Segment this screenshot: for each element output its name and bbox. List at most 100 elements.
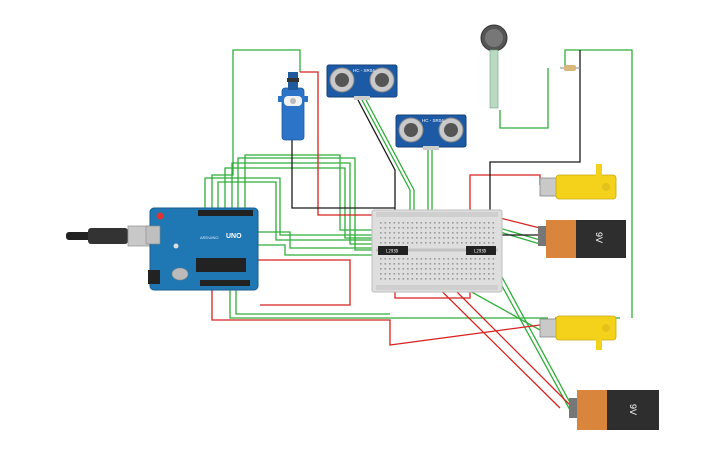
battery-9v-1: 9V	[538, 220, 626, 258]
breadboard-hole	[402, 227, 405, 229]
force-sensor	[480, 24, 508, 109]
breadboard-hole	[416, 242, 418, 244]
breadboard-hole	[438, 273, 441, 275]
breadboard-hole	[483, 237, 486, 239]
breadboard-hole	[479, 278, 481, 280]
breadboard-hole	[429, 237, 432, 239]
breadboard-hole	[380, 237, 382, 239]
battery-9v-2: 9V	[569, 390, 659, 430]
breadboard-hole	[447, 268, 450, 270]
breadboard-hole	[411, 227, 414, 229]
breadboard-hole	[447, 273, 450, 275]
breadboard-hole	[398, 242, 400, 244]
breadboard-hole	[452, 268, 454, 270]
breadboard-hole	[461, 242, 463, 244]
breadboard: L293D L293D	[371, 209, 503, 293]
breadboard-hole	[389, 263, 391, 265]
wire-green-sensor1-a	[361, 99, 411, 215]
breadboard-hole	[492, 278, 495, 280]
breadboard-hole	[492, 268, 495, 270]
breadboard-hole	[465, 242, 468, 244]
breadboard-hole	[470, 242, 472, 244]
breadboard-hole	[416, 227, 418, 229]
breadboard-hole	[434, 263, 436, 265]
breadboard-hole	[483, 268, 486, 270]
breadboard-hole	[393, 268, 396, 270]
breadboard-hole	[483, 232, 486, 234]
sensor-label: HC - SR04	[353, 68, 375, 73]
breadboard-hole	[402, 232, 405, 234]
breadboard-hole	[443, 268, 445, 270]
breadboard-hole	[492, 258, 495, 260]
breadboard-hole	[398, 227, 400, 229]
breadboard-hole	[407, 268, 409, 270]
breadboard-hole	[456, 258, 459, 260]
breadboard-hole	[474, 278, 477, 280]
breadboard-hole	[443, 227, 445, 229]
breadboard-hole	[393, 258, 396, 260]
breadboard-hole	[380, 242, 382, 244]
wire-green-side-1	[258, 231, 382, 249]
dc-motor-icon	[539, 177, 559, 197]
breadboard-hole	[461, 263, 463, 265]
breadboard-hole	[465, 273, 468, 275]
breadboard-hole	[483, 278, 486, 280]
breadboard-hole	[452, 242, 454, 244]
battery-label: 9V	[594, 232, 604, 243]
battery-icon	[569, 398, 577, 418]
breadboard-hole	[479, 232, 481, 234]
servo-motor	[278, 72, 308, 141]
breadboard-hole	[389, 273, 391, 275]
breadboard-hole	[470, 222, 472, 224]
breadboard-hole	[420, 263, 423, 265]
breadboard-hole	[380, 268, 382, 270]
breadboard-hole	[483, 258, 486, 260]
breadboard-hole	[483, 222, 486, 224]
breadboard-hole	[411, 258, 414, 260]
breadboard-hole	[443, 278, 445, 280]
breadboard-hole	[416, 258, 418, 260]
breadboard-hole	[443, 273, 445, 275]
breadboard-hole	[389, 258, 391, 260]
breadboard-hole	[402, 237, 405, 239]
breadboard-hole	[438, 258, 441, 260]
breadboard-hole	[461, 268, 463, 270]
arduino-brand-label: ARDUINO	[200, 235, 218, 240]
wire-green-bottom-1	[229, 290, 548, 319]
breadboard-hole	[416, 222, 418, 224]
wire-red-bottom-2	[258, 259, 351, 306]
breadboard-hole	[456, 227, 459, 229]
breadboard-hole	[492, 222, 495, 224]
breadboard-hole	[393, 222, 396, 224]
breadboard-hole	[438, 242, 441, 244]
breadboard-hole	[425, 263, 427, 265]
breadboard-hole	[470, 227, 472, 229]
breadboard-hole	[474, 268, 477, 270]
breadboard-hole	[470, 273, 472, 275]
breadboard-hole	[492, 237, 495, 239]
breadboard-hole	[420, 268, 423, 270]
breadboard-hole	[425, 227, 427, 229]
breadboard-hole	[398, 278, 400, 280]
dc-motor-1	[539, 164, 617, 200]
dc-motor-icon	[539, 318, 559, 338]
breadboard-hole	[434, 227, 436, 229]
breadboard-hole	[389, 237, 391, 239]
breadboard-hole	[456, 268, 459, 270]
breadboard-hole	[492, 242, 495, 244]
breadboard-hole	[447, 237, 450, 239]
breadboard-hole	[474, 242, 477, 244]
breadboard-hole	[384, 222, 387, 224]
breadboard-hole	[443, 232, 445, 234]
breadboard-hole	[398, 263, 400, 265]
breadboard-hole	[429, 278, 432, 280]
breadboard-hole	[470, 232, 472, 234]
breadboard-hole	[443, 263, 445, 265]
breadboard-hole	[456, 263, 459, 265]
breadboard-hole	[402, 273, 405, 275]
breadboard-hole	[393, 242, 396, 244]
breadboard-hole	[389, 268, 391, 270]
breadboard-hole	[384, 227, 387, 229]
breadboard-hole	[488, 273, 490, 275]
breadboard-hole	[474, 222, 477, 224]
